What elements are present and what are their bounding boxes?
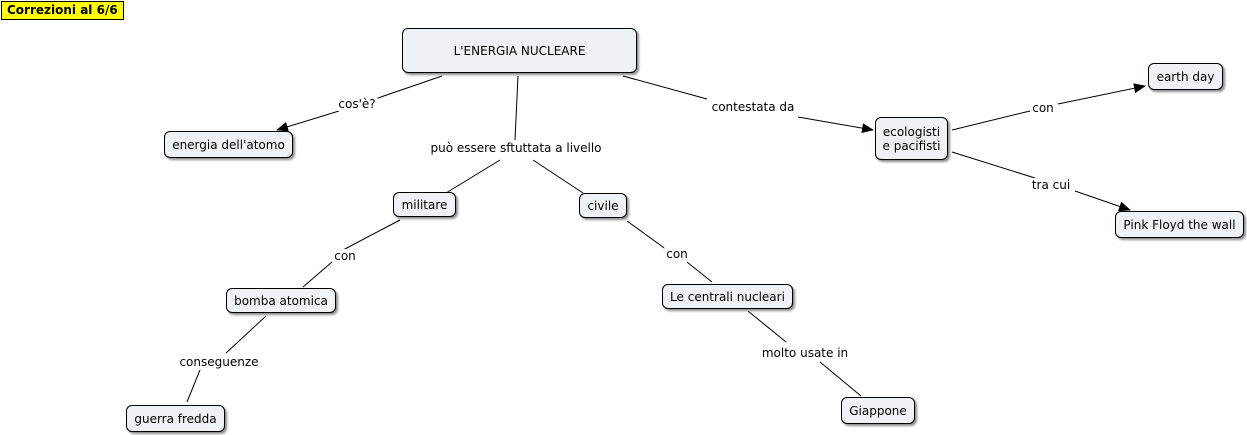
link-root-contestata [622, 75, 708, 100]
link-bomba-conseguenze [225, 315, 267, 354]
link-militare-con [342, 219, 401, 251]
link-tracui-pinkfloyd [1074, 190, 1131, 212]
node-civile[interactable]: civile [579, 193, 627, 218]
link-label-con-militare: con [332, 249, 358, 263]
node-energia-atomo[interactable]: energia dell'atomo [164, 131, 293, 158]
node-bomba-atomica[interactable]: bomba atomica [226, 288, 336, 313]
link-cose-atom [276, 110, 340, 132]
node-earth-day[interactable]: earth day [1148, 63, 1223, 90]
node-giappone[interactable]: Giappone [841, 397, 915, 424]
node-pink-floyd[interactable]: Pink Floyd the wall [1115, 211, 1244, 238]
link-label-con-civile: con [664, 247, 690, 261]
link-livello-civile [532, 159, 584, 194]
link-centrali-molto [747, 310, 787, 343]
link-label-con-earth: con [1030, 101, 1056, 115]
node-guerra-fredda[interactable]: guerra fredda [126, 405, 225, 432]
link-label-livello: può essere sftuttata a livello [428, 141, 604, 155]
link-con-centrali [686, 261, 713, 283]
link-livello-militare [445, 159, 501, 194]
node-ecologisti-pacifisti[interactable]: ecologisti e pacifisti [875, 117, 948, 160]
link-ecologisti-tracui [951, 151, 1036, 179]
link-label-contestata: contestata da [709, 100, 797, 114]
link-con-earth [1057, 83, 1146, 105]
link-contestata-ecologisti [797, 116, 874, 134]
link-con-bomba [302, 261, 333, 288]
link-root-livello [514, 75, 519, 141]
link-label-conseguenze: conseguenze [177, 355, 261, 369]
node-militare[interactable]: militare [393, 192, 456, 217]
corrections-badge: Correzioni al 6/6 [1, 1, 124, 20]
node-energia-nucleare[interactable]: L'ENERGIA NUCLEARE [402, 28, 637, 73]
link-ecologisti-con [951, 110, 1031, 131]
link-molto-giappone [819, 361, 862, 397]
link-label-tra-cui: tra cui [1029, 178, 1073, 192]
link-root-cose [374, 75, 443, 100]
link-label-molto-usate: molto usate in [759, 346, 851, 360]
link-label-cose: cos'è? [336, 97, 378, 111]
node-centrali-nucleari[interactable]: Le centrali nucleari [662, 284, 793, 309]
link-civile-con [626, 220, 668, 251]
link-conseguenze-guerra [186, 369, 201, 403]
